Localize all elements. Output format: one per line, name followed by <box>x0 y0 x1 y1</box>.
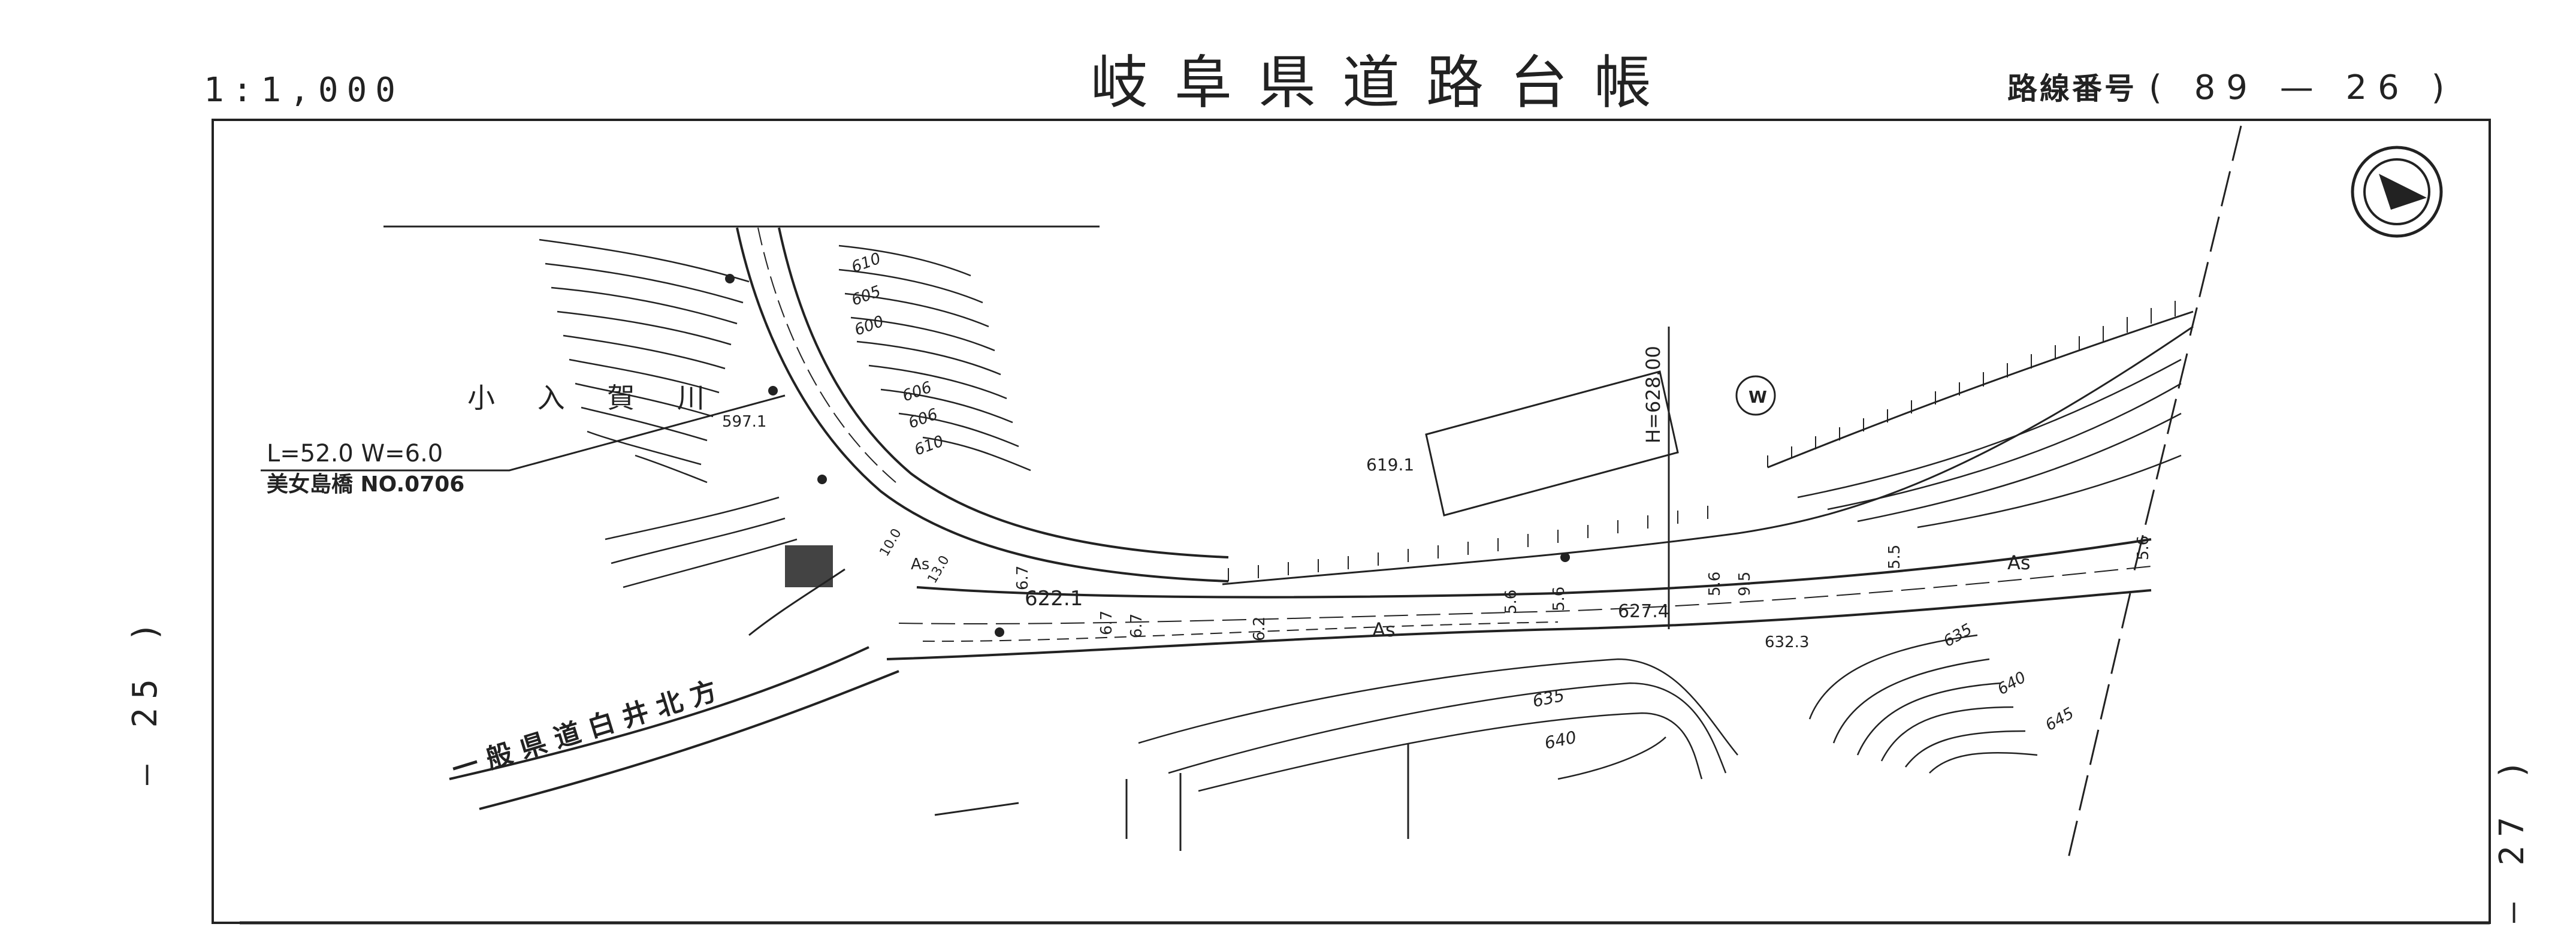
surface-label-3: As <box>2007 551 2031 574</box>
river-contours <box>539 238 798 588</box>
road-centerline-upper <box>757 227 896 483</box>
survey-points <box>725 274 1570 637</box>
road-sw-edge-2 <box>479 670 899 810</box>
width-label-56a: 5.6 <box>1502 590 1520 614</box>
water-symbol-label: W <box>1748 387 1767 407</box>
elevation-632: 632.3 <box>1765 633 1809 651</box>
road-name: 一 般 県 道 白 井 北 方 <box>448 675 720 785</box>
contour-label-635b: 635 <box>1941 620 1976 651</box>
elevation-597: 597.1 <box>722 413 766 431</box>
bridge-leader-line <box>261 394 786 472</box>
route-value: ( 89 — 26 ) <box>2149 68 2456 107</box>
road-edge-upper-south <box>778 227 1229 558</box>
north-arrow-inner <box>2363 158 2430 225</box>
sheet-boundary-line <box>2066 125 2242 864</box>
width-label-95: 9.5 <box>1736 572 1754 596</box>
contour-label-600: 600 <box>852 312 886 339</box>
north-arrow-icon <box>2379 174 2427 210</box>
width-label-56d: 5.6 <box>2134 536 2152 560</box>
road-edge-main-north <box>916 538 2152 599</box>
page-title: 岐阜県道路台帳 <box>1091 49 1678 116</box>
contour-label-640b: 640 <box>1995 668 2030 699</box>
contour-label-610b: 610 <box>912 432 946 459</box>
route-number: 路線番号 ( 89 — 26 ) <box>2007 65 2455 108</box>
elevation-622: 622.1 <box>1025 587 1083 611</box>
contour-label-635: 635 <box>1531 685 1566 711</box>
contour-label-606a: 606 <box>900 378 934 405</box>
map-frame <box>212 119 2491 924</box>
side-road-stubs <box>934 743 1409 851</box>
hill-contours-upper <box>838 244 1031 472</box>
building-outline <box>1425 370 1679 517</box>
route-label: 路線番号 <box>2007 71 2137 106</box>
north-slope-edge <box>1767 310 2194 469</box>
road-edge-upper-north <box>736 227 1229 582</box>
river-name: 小 入 賀 川 <box>467 382 721 414</box>
width-label-67b: 6.7 <box>1098 611 1116 635</box>
width-label-10: 10.0 <box>877 526 905 559</box>
scale-label: 1:1,000 <box>204 71 404 110</box>
contour-label-605: 605 <box>849 282 883 309</box>
hill-contours-south <box>1138 634 2038 792</box>
contour-label-610: 610 <box>849 249 883 276</box>
contour-label-640: 640 <box>1543 727 1578 753</box>
width-label-67a: 6.7 <box>1014 566 1032 590</box>
road-edge-main-south <box>886 589 2152 660</box>
bridge-name: 美女島橋 NO.0706 <box>267 472 464 497</box>
hill-contours-northeast <box>1797 358 2182 529</box>
contour-label-606b: 606 <box>906 405 940 432</box>
bridge-grid <box>785 545 833 587</box>
width-label-56c: 5.6 <box>1706 572 1724 596</box>
water-symbol-ring <box>1735 375 1776 416</box>
north-arrow-ring <box>2351 146 2443 238</box>
width-label-56b: 5.6 <box>1550 587 1568 611</box>
width-label-55: 5.5 <box>1886 545 1904 569</box>
elevation-619: 619.1 <box>1366 455 1414 475</box>
width-label-62: 6.2 <box>1251 617 1269 641</box>
north-retaining-wall <box>1222 325 2194 585</box>
width-label-67c: 6.7 <box>1128 614 1146 638</box>
bridge-dimensions: L=52.0 W=6.0 <box>267 440 443 467</box>
road-sw-edge-1 <box>449 646 869 780</box>
surface-label-2: As <box>1372 618 1396 641</box>
elevation-627: 627.4 <box>1618 601 1669 622</box>
road-centerline-main <box>898 566 2152 624</box>
contour-label-645: 645 <box>2043 704 2077 735</box>
slope-hatching <box>1228 301 2176 581</box>
h-mark-label: H=628.00 <box>1642 346 1665 443</box>
surface-label-1: As <box>911 555 929 573</box>
